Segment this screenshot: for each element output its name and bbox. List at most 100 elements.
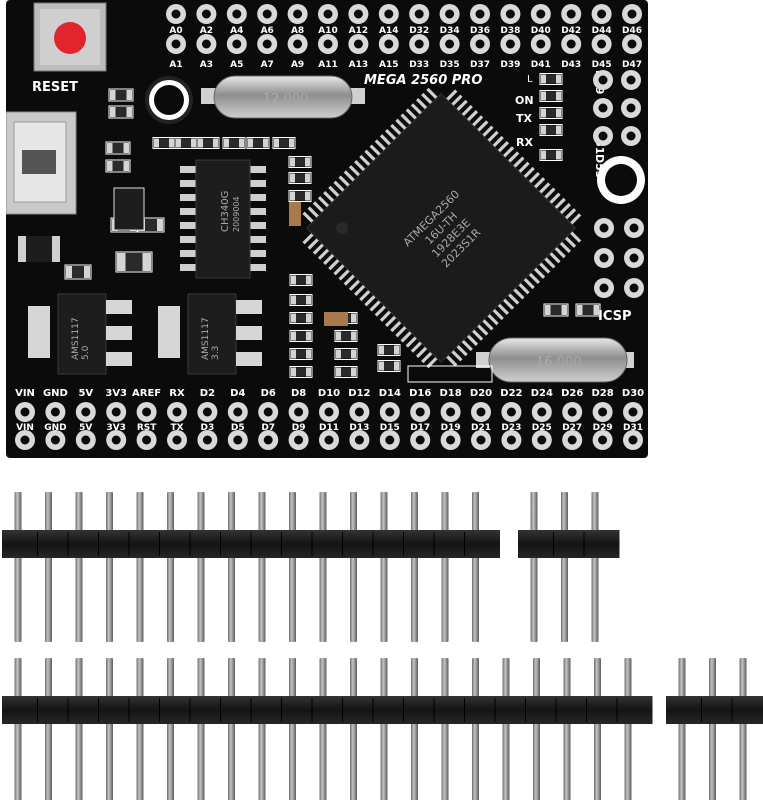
pin-pad[interactable] xyxy=(348,34,369,54)
pin-pad[interactable] xyxy=(258,402,279,422)
pin-pad[interactable] xyxy=(319,430,339,450)
pin-pad[interactable] xyxy=(409,4,430,24)
pin-pad[interactable] xyxy=(594,218,614,238)
pin-pad[interactable] xyxy=(501,430,522,450)
mounting-hole-icon xyxy=(154,85,184,115)
pin-pad[interactable] xyxy=(45,430,66,450)
pin-pad[interactable] xyxy=(318,4,338,24)
header-pin xyxy=(258,492,266,642)
pin-pad[interactable] xyxy=(287,4,308,24)
pin-pad[interactable] xyxy=(257,4,278,24)
header-pin xyxy=(136,658,144,800)
pin-pad[interactable] xyxy=(379,402,400,422)
pin-pad[interactable] xyxy=(624,218,644,238)
top-pin-row[interactable] xyxy=(166,4,642,54)
pin-label: 3V3 xyxy=(105,388,127,399)
pin-pad[interactable] xyxy=(439,34,460,54)
pin-pad[interactable] xyxy=(593,126,613,146)
pin-pad[interactable] xyxy=(591,34,612,54)
pin-pad[interactable] xyxy=(594,278,614,298)
pin-pad[interactable] xyxy=(197,402,218,422)
pin-pad[interactable] xyxy=(470,4,490,24)
pin-pad[interactable] xyxy=(531,402,552,422)
pin-pad[interactable] xyxy=(562,430,583,450)
pin-pad[interactable] xyxy=(318,34,338,54)
header-pin xyxy=(533,658,540,800)
pin-pad[interactable] xyxy=(621,98,641,118)
pin-pad[interactable] xyxy=(196,34,217,54)
pin-pad[interactable] xyxy=(166,34,186,54)
pin-pad[interactable] xyxy=(530,4,551,24)
pin-pad[interactable] xyxy=(378,34,399,54)
pin-pad[interactable] xyxy=(136,402,157,422)
pin-pad[interactable] xyxy=(226,4,247,24)
pin-pad[interactable] xyxy=(106,430,127,450)
pin-pad[interactable] xyxy=(593,70,613,90)
pin-pad[interactable] xyxy=(591,4,612,24)
pin-pad[interactable] xyxy=(624,248,644,268)
pin-pad[interactable] xyxy=(167,402,187,422)
pin-pad[interactable] xyxy=(440,402,461,422)
header-pin xyxy=(411,492,418,642)
pin-pad[interactable] xyxy=(440,430,461,450)
reset-button[interactable] xyxy=(33,2,107,72)
pin-pad[interactable] xyxy=(226,34,247,54)
pin-pad[interactable] xyxy=(622,4,642,24)
pin-pad[interactable] xyxy=(349,402,370,422)
pin-pad[interactable] xyxy=(197,430,218,450)
pin-pad[interactable] xyxy=(409,34,430,54)
pin-pad[interactable] xyxy=(439,4,460,24)
micro-usb-port[interactable] xyxy=(6,111,77,215)
pin-pad[interactable] xyxy=(257,34,278,54)
pin-pad[interactable] xyxy=(227,430,248,450)
pin-pad[interactable] xyxy=(75,402,96,422)
pin-pad[interactable] xyxy=(530,34,551,54)
pin-pad[interactable] xyxy=(75,430,96,450)
bottom-pin-row[interactable] xyxy=(15,402,643,450)
pin-pad[interactable] xyxy=(621,126,641,146)
pin-pad[interactable] xyxy=(471,430,491,450)
icsp-header[interactable] xyxy=(594,218,644,298)
pin-pad[interactable] xyxy=(227,402,248,422)
pin-pad[interactable] xyxy=(592,430,613,450)
pin-pad[interactable] xyxy=(15,402,35,422)
pin-pad[interactable] xyxy=(561,4,582,24)
pin-pad[interactable] xyxy=(410,402,431,422)
pin-label: D30 xyxy=(622,388,644,399)
pin-pad[interactable] xyxy=(287,34,308,54)
pin-pad[interactable] xyxy=(593,98,613,118)
pin-pad[interactable] xyxy=(196,4,217,24)
pin-pad[interactable] xyxy=(501,402,522,422)
pin-pad[interactable] xyxy=(45,402,66,422)
pin-pad[interactable] xyxy=(562,402,583,422)
pin-pad[interactable] xyxy=(106,402,127,422)
pin-pad[interactable] xyxy=(258,430,279,450)
pin-pad[interactable] xyxy=(471,402,491,422)
pin-pad[interactable] xyxy=(349,430,370,450)
pin-pad[interactable] xyxy=(623,430,643,450)
pin-pad[interactable] xyxy=(15,430,35,450)
pin-pad[interactable] xyxy=(470,34,490,54)
pin-pad[interactable] xyxy=(622,34,642,54)
pin-pad[interactable] xyxy=(167,430,187,450)
pin-pad[interactable] xyxy=(379,430,400,450)
pin-pad[interactable] xyxy=(624,278,644,298)
pin-pad[interactable] xyxy=(623,402,643,422)
right-pin-column[interactable] xyxy=(593,70,641,146)
pin-pad[interactable] xyxy=(410,430,431,450)
pin-pad[interactable] xyxy=(319,402,339,422)
pin-pad[interactable] xyxy=(500,34,521,54)
pin-pad[interactable] xyxy=(136,430,157,450)
pin-pad[interactable] xyxy=(592,402,613,422)
pin-pad[interactable] xyxy=(166,4,186,24)
pin-pad[interactable] xyxy=(500,4,521,24)
pin-pad[interactable] xyxy=(621,70,641,90)
pin-pad[interactable] xyxy=(378,4,399,24)
pin-pad[interactable] xyxy=(594,248,614,268)
pin-pad[interactable] xyxy=(348,4,369,24)
pin-pad[interactable] xyxy=(288,402,309,422)
pin-pad[interactable] xyxy=(531,430,552,450)
pin-label: A4 xyxy=(230,26,243,36)
pin-pad[interactable] xyxy=(288,430,309,450)
pin-pad[interactable] xyxy=(561,34,582,54)
